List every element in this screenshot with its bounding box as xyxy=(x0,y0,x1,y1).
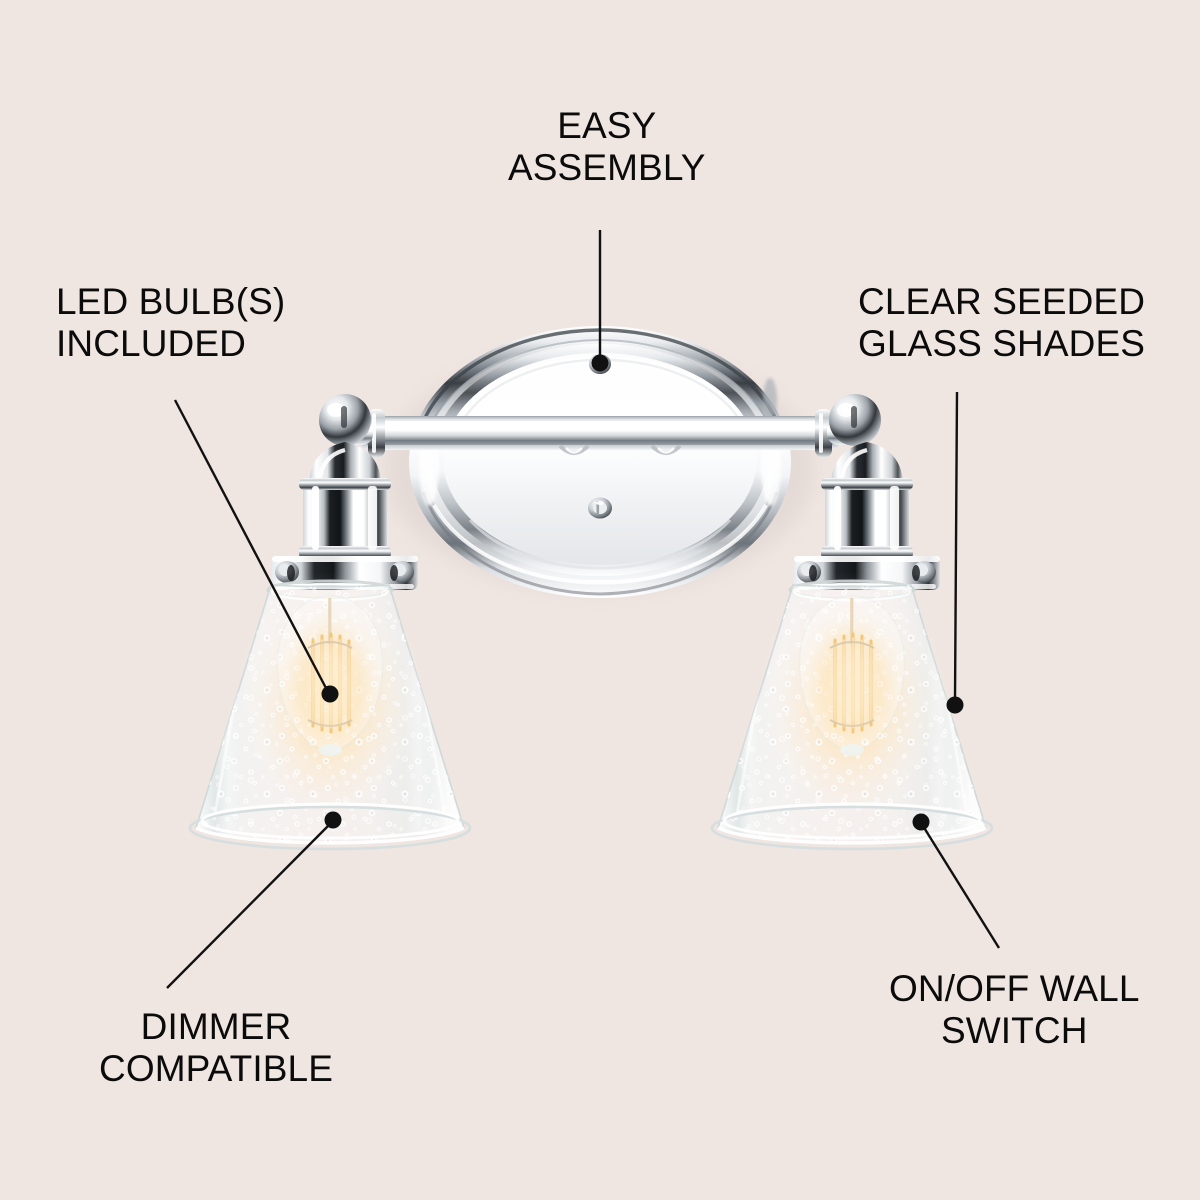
callout-clear-seeded-glass-shades: CLEAR SEEDED GLASS SHADES xyxy=(858,281,1146,364)
thumbscrew-right-a xyxy=(797,561,821,583)
dot-dimmer-compatible xyxy=(324,811,342,829)
lamp-left xyxy=(188,394,472,851)
dot-clear-seeded-glass xyxy=(946,696,964,714)
crossbar-arm xyxy=(345,409,855,457)
glass-shade-left xyxy=(188,584,472,851)
led-bulb-left xyxy=(276,595,384,756)
led-bulb-right xyxy=(798,595,906,756)
callout-onoff-wall-switch: ON/OFF WALL SWITCH xyxy=(889,968,1140,1051)
crossbar-collar-right xyxy=(815,409,832,457)
leader-dots xyxy=(321,354,964,831)
socket-body-left xyxy=(299,478,391,559)
dot-onoff-switch xyxy=(912,813,930,831)
dot-led-bulbs xyxy=(321,685,339,703)
thumbscrew-right-b xyxy=(912,561,936,583)
backplate-screw-bottom xyxy=(588,497,612,519)
callout-dimmer-compatible: DIMMER COMPATIBLE xyxy=(99,1006,334,1089)
crossbar-collar-left xyxy=(368,409,385,457)
leader-clear-seeded-glass xyxy=(953,391,959,701)
callout-led-bulbs-included: LED BULB(S) INCLUDED xyxy=(56,281,286,364)
leader-lines xyxy=(166,230,1001,989)
socket-body-right xyxy=(821,478,913,559)
thumbscrew-left-b xyxy=(390,561,414,583)
callout-easy-assembly: EASY ASSEMBLY xyxy=(508,105,706,188)
leader-led-bulbs xyxy=(173,399,329,691)
leader-onoff-switch xyxy=(921,825,1001,949)
oval-backplate xyxy=(409,326,791,598)
leader-dimmer-compatible xyxy=(166,823,331,989)
ball-finial-left xyxy=(319,394,371,446)
ball-finial-right xyxy=(829,394,881,446)
dot-easy-assembly xyxy=(591,354,609,372)
thumbscrew-left-a xyxy=(275,561,299,583)
